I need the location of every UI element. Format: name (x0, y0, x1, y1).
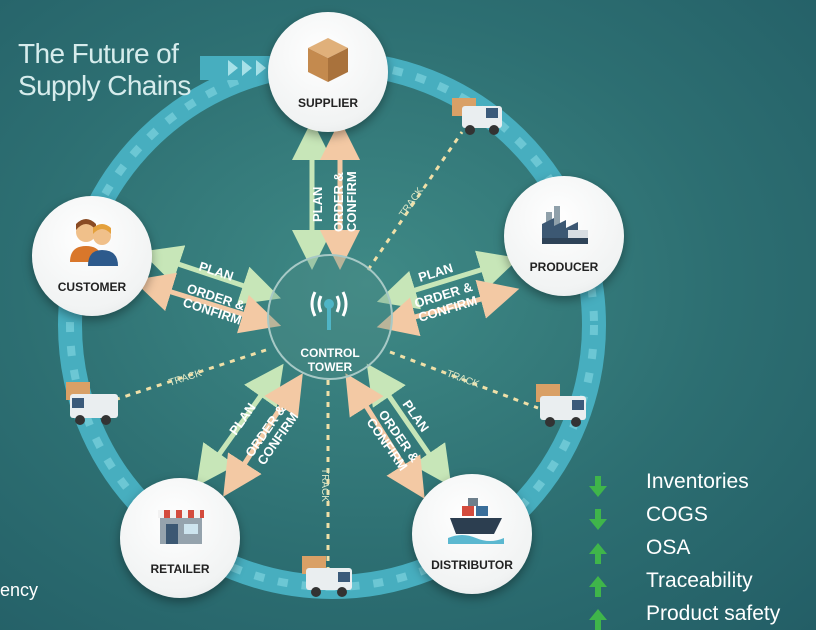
arrow-down-icon (589, 509, 607, 530)
metric-label: Traceability (646, 569, 753, 592)
plan-label-supplier: PLAN (310, 187, 325, 222)
distributor-label: DISTRIBUTOR (431, 558, 513, 572)
arrow-down-icon (589, 476, 607, 497)
order-label-supplier-1: ORDER & (331, 172, 346, 232)
people-icon (70, 219, 118, 266)
plan-label-customer: PLAN (197, 259, 235, 284)
control-tower-node: CONTROL TOWER (267, 254, 393, 380)
producer-label: PRODUCER (529, 260, 599, 274)
metric-label: Inventories (646, 470, 749, 493)
box-icon (308, 38, 348, 82)
customer-node: CUSTOMER (32, 196, 152, 316)
title-line-2: Supply Chains (18, 70, 191, 101)
title-line-1: The Future of (18, 38, 179, 69)
track-label-supplier: TRACK (397, 185, 426, 219)
plan-label-retailer: PLAN (226, 400, 259, 438)
cargo-ship-icon (448, 498, 504, 544)
retailer-node: RETAILER (120, 478, 240, 598)
arrow-up-icon (589, 609, 607, 630)
metric-label: Product safety (646, 602, 781, 625)
track-label-customer: TRACK (168, 368, 204, 389)
tower-label-line-1: CONTROL (300, 346, 360, 360)
truck-icon (66, 382, 118, 425)
signal-tower-icon (310, 291, 348, 330)
arrow-up-icon (589, 576, 607, 597)
truck-icon (302, 556, 352, 597)
customer-label: CUSTOMER (57, 280, 127, 294)
order-label-supplier-2: CONFIRM (344, 171, 359, 232)
supplier-node: SUPPLIER (268, 12, 388, 132)
truck-icon (452, 98, 502, 135)
truck-icon (536, 384, 586, 427)
supplier-label: SUPPLIER (297, 96, 358, 110)
metric-label: COGS (646, 503, 708, 526)
order-links (132, 120, 520, 499)
tower-label-line-2: TOWER (307, 360, 353, 374)
partial-text: ency (0, 580, 39, 600)
entry-chevrons (200, 56, 270, 80)
metric-label: OSA (646, 536, 691, 559)
factory-icon (542, 206, 588, 244)
track-links (107, 131, 539, 572)
track-label-distributor: TRACK (319, 468, 330, 502)
store-icon (158, 510, 204, 544)
arrow-up-icon (589, 543, 607, 564)
producer-node: PRODUCER (504, 176, 624, 296)
track-label-producer: TRACK (445, 368, 481, 390)
retailer-label: RETAILER (150, 562, 210, 576)
diagram-title: The Future of Supply Chains (18, 38, 191, 102)
distributor-node: DISTRIBUTOR (412, 474, 532, 594)
